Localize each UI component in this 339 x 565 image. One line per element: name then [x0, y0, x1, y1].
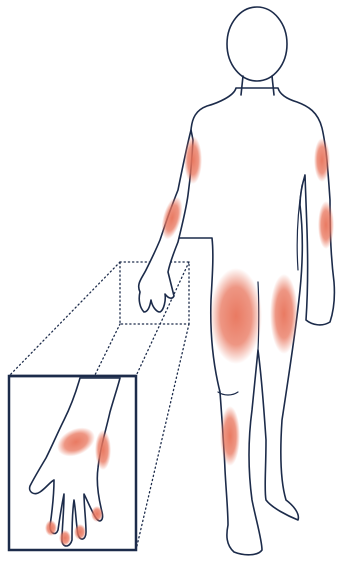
highlight-left-upper-arm [314, 138, 330, 182]
highlight-right-upper-arm [184, 136, 202, 184]
head [227, 7, 287, 81]
highlight-right-thigh [210, 268, 262, 364]
highlight-fingertip-3 [74, 524, 86, 540]
highlight-fingertip-2 [59, 530, 71, 546]
highlight-left-forearm [318, 201, 334, 249]
highlight-fingertip-1 [45, 520, 57, 536]
highlight-fingertip-4 [91, 506, 103, 522]
highlight-left-thigh [270, 274, 298, 354]
highlight-hand-side [95, 430, 111, 470]
hand-inset [9, 376, 136, 550]
highlight-right-shin [220, 406, 240, 466]
